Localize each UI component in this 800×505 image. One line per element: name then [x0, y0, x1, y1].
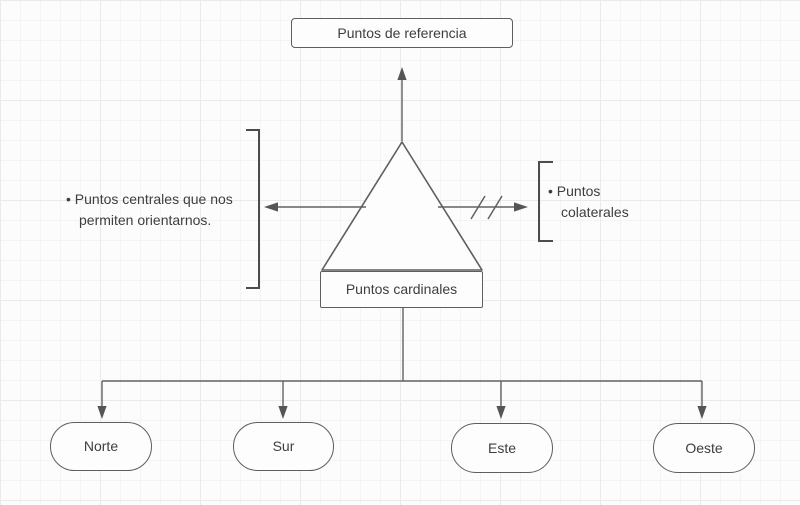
node-puntos-de-referencia[interactable]: Puntos de referencia: [291, 18, 513, 48]
node-este[interactable]: Este: [451, 423, 553, 473]
down-arrow-head-icon: [697, 406, 707, 419]
right-arrow-head-icon: [514, 202, 528, 212]
triangle-shape[interactable]: [321, 141, 483, 271]
node-puntos-cardinales[interactable]: Puntos cardinales: [320, 271, 483, 308]
tree-connector: [101, 308, 703, 407]
up-arrow-head-icon: [397, 67, 407, 80]
node-norte[interactable]: Norte: [50, 422, 152, 471]
right-bracket-icon: [538, 161, 553, 242]
down-arrow-head-icon: [496, 406, 506, 419]
down-arrow-head-icon: [278, 406, 288, 419]
left-arrow-head-icon: [264, 202, 278, 212]
right-note-text[interactable]: • Puntos colaterales: [548, 183, 629, 220]
node-oeste[interactable]: Oeste: [653, 423, 755, 473]
break-mark-icon: [487, 195, 503, 220]
left-bracket-icon: [246, 129, 260, 289]
node-sur[interactable]: Sur: [233, 422, 334, 471]
down-arrow-head-icon: [97, 406, 107, 419]
break-mark-icon: [470, 195, 486, 220]
left-note-text[interactable]: • Puntos centrales que nos permiten orie…: [66, 191, 233, 228]
